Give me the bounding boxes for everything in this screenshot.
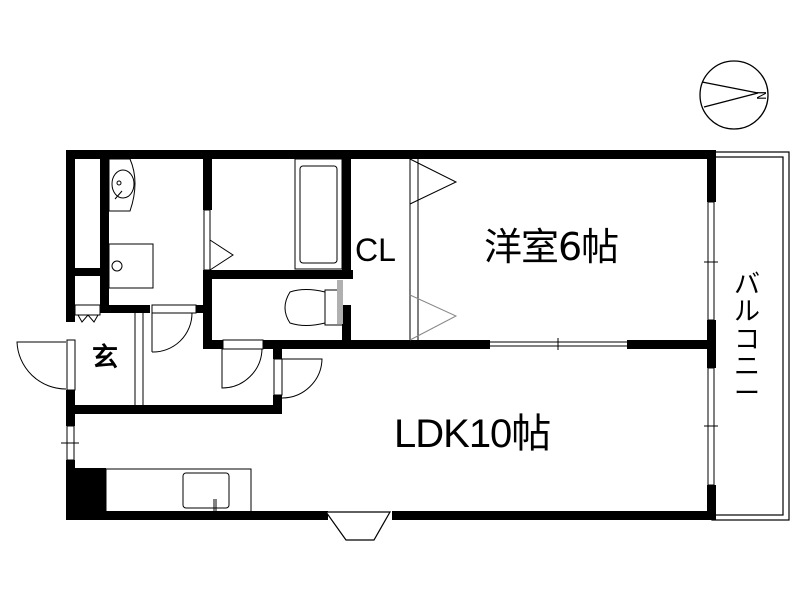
room-label-closet: CL — [355, 232, 396, 268]
room-label-balcony: バルコニー — [733, 270, 760, 410]
fixtures — [105, 158, 343, 513]
closet-doors — [409, 158, 458, 341]
walls — [66, 150, 716, 520]
doors — [16, 209, 323, 405]
windows — [61, 201, 718, 486]
room-label-entrance: 玄 — [92, 343, 119, 373]
room-label-western: 洋室6帖 — [484, 225, 619, 269]
room-label-ldk: LDK10帖 — [394, 412, 551, 456]
north-arrow-icon: N — [699, 60, 769, 130]
svg-text:N: N — [754, 91, 768, 100]
bay-window — [324, 511, 392, 541]
